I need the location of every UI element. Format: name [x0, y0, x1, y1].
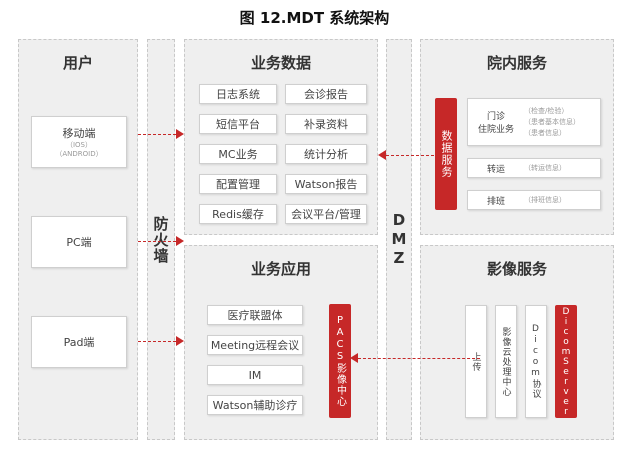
arrow-left-icon	[378, 150, 386, 160]
mobile-ios-label: （IOS）	[65, 141, 93, 149]
patient-basic-note: （患者基本信息）	[524, 117, 580, 126]
mobile-client-box: 移动端 （IOS） （ANDROID）	[31, 116, 127, 168]
bd-item: 补录资料	[285, 114, 367, 134]
upload-box: 上传	[465, 305, 487, 418]
bd-item: 配置管理	[199, 174, 277, 194]
upload-label: 上传	[470, 351, 481, 372]
dmz-label: DMZ	[390, 211, 408, 268]
dicom-server-box: DicomServer	[555, 305, 577, 418]
arrow-right-icon	[176, 236, 184, 246]
users-panel: 用户 移动端 （IOS） （ANDROID） PC端 Pad端	[18, 39, 138, 440]
business-apps-title: 业务应用	[250, 260, 311, 278]
exam-note: （检查/检验）	[524, 106, 569, 115]
ba-item: Meeting远程会议	[207, 335, 303, 355]
pc-client-box: PC端	[31, 216, 127, 268]
imaging-services-panel: 影像服务 上传 影像云处理中心 Dicom协议 DicomServer	[420, 245, 614, 440]
firewall-column: 防火墙	[147, 39, 175, 440]
connector-line	[138, 134, 176, 135]
arrow-right-icon	[176, 129, 184, 139]
data-service-label: 数据服务	[440, 130, 453, 178]
arrow-right-icon	[176, 336, 184, 346]
bd-item: 短信平台	[199, 114, 277, 134]
connector-line	[138, 241, 176, 242]
transfer-box: 转运 （转运信息）	[467, 158, 601, 178]
dicom-server-label: DicomServer	[561, 306, 571, 417]
bd-item: 会诊报告	[285, 84, 367, 104]
outpatient-inpatient-box: 门诊 住院业务 （检查/检验） （患者基本信息） （患者信息）	[467, 98, 601, 146]
schedule-note: （排班信息）	[524, 196, 566, 204]
cloud-center-label: 影像云处理中心	[500, 326, 511, 397]
schedule-box: 排班 （排班信息）	[467, 190, 601, 210]
ba-item: 医疗联盟体	[207, 305, 303, 325]
bd-item: 统计分析	[285, 144, 367, 164]
cloud-center-box: 影像云处理中心	[495, 305, 517, 418]
bd-item: MC业务	[199, 144, 277, 164]
pc-client-label: PC端	[66, 236, 92, 249]
schedule-label: 排班	[486, 196, 505, 207]
pacs-center-label: PACS影像中心	[334, 315, 346, 407]
hospital-services-title: 院内服务	[486, 54, 547, 72]
bd-item: 日志系统	[199, 84, 277, 104]
pacs-center-box: PACS影像中心	[329, 304, 351, 418]
connector-line	[138, 341, 176, 342]
business-data-panel: 业务数据 日志系统 会诊报告 短信平台 补录资料 MC业务 统计分析 配置管理 …	[184, 39, 378, 235]
dicom-protocol-label: Dicom协议	[530, 324, 541, 399]
bd-item: Redis缓存	[199, 204, 277, 224]
pad-client-box: Pad端	[31, 316, 127, 368]
patient-info-note: （患者信息）	[524, 128, 566, 137]
outpatient-label: 门诊	[486, 112, 505, 122]
data-service-box: 数据服务	[435, 98, 457, 210]
inpatient-label: 住院业务	[477, 125, 514, 135]
mobile-client-label: 移动端	[62, 127, 96, 140]
dicom-protocol-box: Dicom协议	[525, 305, 547, 418]
mobile-android-label: （ANDROID）	[55, 150, 103, 158]
bd-item: Watson报告	[285, 174, 367, 194]
transfer-note: （转运信息）	[524, 164, 566, 172]
imaging-services-title: 影像服务	[486, 260, 547, 278]
business-apps-panel: 业务应用 医疗联盟体 Meeting远程会议 IM Watson辅助诊疗 PAC…	[184, 245, 378, 440]
hospital-services-panel: 院内服务 数据服务 门诊 住院业务 （检查/检验） （患者基本信息） （患者信息…	[420, 39, 614, 235]
users-panel-title: 用户	[62, 54, 93, 72]
firewall-label: 防火墙	[151, 215, 170, 264]
ba-item: Watson辅助诊疗	[207, 395, 303, 415]
arrow-left-icon	[350, 353, 358, 363]
figure-title: 图 12.MDT 系统架构	[239, 9, 390, 27]
business-data-title: 业务数据	[250, 54, 311, 72]
pad-client-label: Pad端	[63, 336, 95, 349]
transfer-label: 转运	[486, 164, 505, 175]
connector-line	[386, 155, 434, 156]
bd-item: 会议平台/管理	[285, 204, 367, 224]
ba-item: IM	[207, 365, 303, 385]
dmz-column: DMZ	[386, 39, 412, 440]
connector-line	[358, 358, 480, 359]
